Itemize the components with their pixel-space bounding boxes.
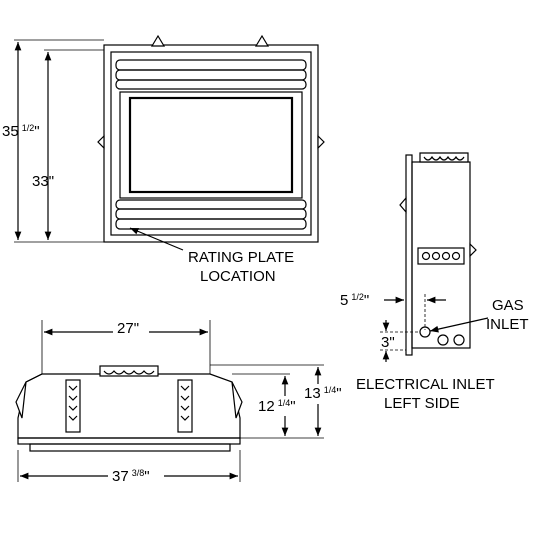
front-top-tab-right (254, 34, 270, 47)
top-view-vent-cap (99, 365, 159, 377)
gas-inlet-leader (429, 317, 489, 333)
label-inlet-height: 3" (381, 334, 395, 351)
front-side-tab-left (97, 134, 105, 150)
top-view-side-flange-right (231, 381, 243, 419)
rating-plate-leader (129, 227, 184, 251)
gas-inlet-label-line2: INLET (486, 316, 529, 333)
vent-hole-1 (421, 251, 431, 261)
firebox-opening-outer (119, 91, 303, 199)
front-louver-bottom-1 (115, 199, 307, 210)
electrical-inlet-label-line2: LEFT SIDE (384, 395, 460, 412)
top-view-base-foot (29, 443, 231, 452)
top-view-body (17, 373, 241, 439)
label-bg-depth (113, 318, 149, 338)
label-height-inner: 33" (32, 173, 54, 190)
firebox-glass (128, 96, 294, 194)
side-top-vents (423, 155, 465, 161)
top-view-vent-column-left-marks (68, 385, 78, 421)
gas-inlet-label-line1: GAS (492, 297, 524, 314)
front-top-tab-left (150, 34, 166, 47)
electrical-inlet-hole-1 (437, 334, 449, 346)
front-outer-frame (103, 44, 319, 243)
vent-hole-3 (441, 251, 451, 261)
label-bg-height-a (258, 396, 298, 416)
rating-plate-label-line2: LOCATION (200, 268, 276, 285)
front-louver-bottom-3 (115, 218, 307, 230)
side-top-cap (419, 152, 469, 163)
side-tab-right (469, 242, 477, 258)
top-view-base-plate (17, 437, 241, 445)
front-side-tab-right (317, 134, 325, 150)
top-view-vent-column-left (65, 379, 81, 433)
electrical-inlet-hole-2 (453, 334, 465, 346)
front-inner-frame (110, 51, 312, 236)
front-louver-bottom-2 (115, 208, 307, 220)
vent-hole-4 (451, 251, 461, 261)
vent-hole-2 (431, 251, 441, 261)
side-body (411, 161, 471, 349)
top-view-vent-louvers (103, 370, 155, 375)
front-louver-top-3 (115, 79, 307, 90)
front-louver-top-2 (115, 69, 307, 81)
label-bg-width (108, 465, 164, 485)
electrical-inlet-label-line1: ELECTRICAL INLET (356, 376, 495, 393)
side-tab-left (399, 196, 407, 214)
label-depth-top: 27" (117, 320, 139, 337)
gas-inlet-hole (419, 326, 431, 338)
top-view-side-flange-left (15, 381, 27, 419)
rating-plate-label-line1: RATING PLATE (188, 249, 294, 266)
front-louver-top-1 (115, 59, 307, 71)
top-view-vent-column-right (177, 379, 193, 433)
side-back-panel (405, 154, 413, 356)
label-bg-height-b (302, 384, 346, 404)
top-view-left-bevel (25, 373, 43, 383)
side-control-vent (417, 247, 465, 265)
top-view-vent-column-right-marks (180, 385, 190, 421)
